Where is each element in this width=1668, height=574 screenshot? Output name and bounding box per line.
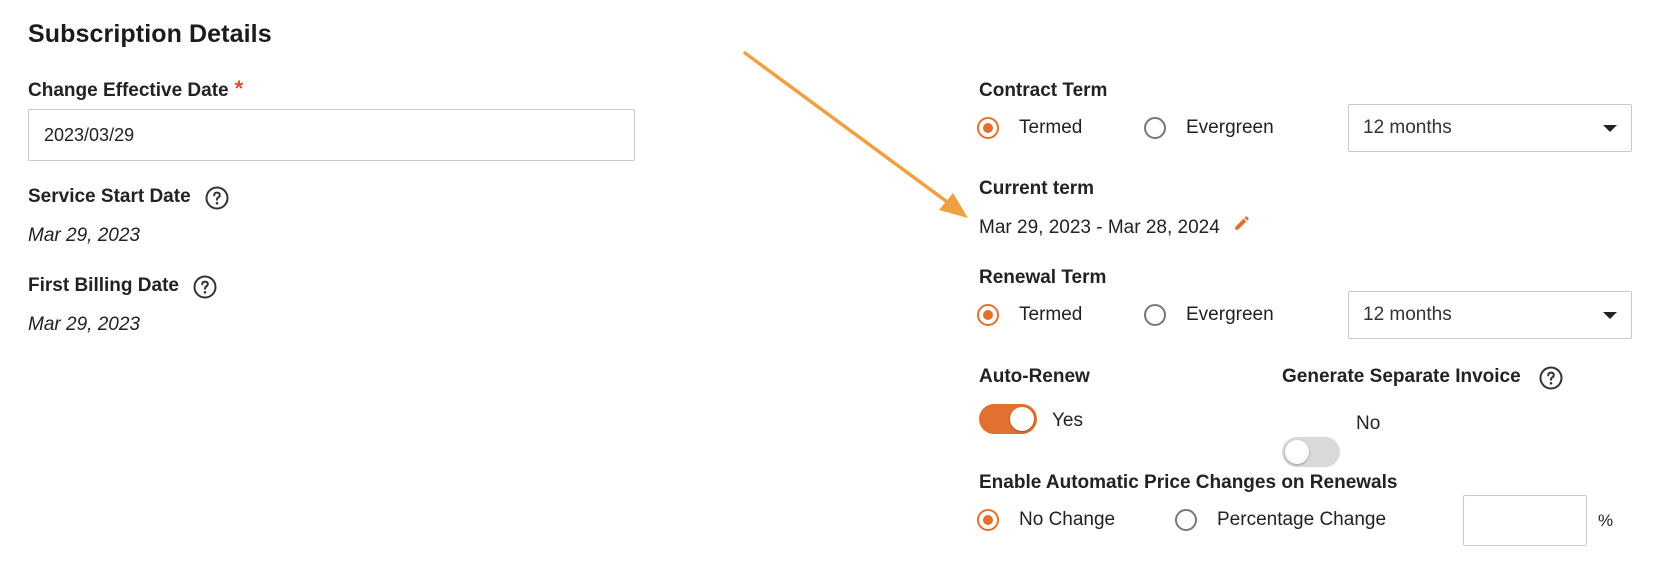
change-effective-date-label-text: Change Effective Date: [28, 80, 229, 101]
separate-invoice-state: No: [1356, 413, 1381, 434]
separate-invoice-label: Generate Separate Invoice: [1282, 366, 1521, 387]
separate-invoice-toggle[interactable]: [1282, 437, 1340, 467]
current-term-value: Mar 29, 2023 - Mar 28, 2024: [979, 217, 1220, 238]
radio-label: Termed: [1019, 117, 1083, 138]
radio-unchecked-icon[interactable]: [1144, 117, 1166, 139]
radio-unchecked-icon[interactable]: [1144, 304, 1166, 326]
renewal-term-radio-group: Termed Evergreen: [977, 304, 1274, 326]
renewal-term-label: Renewal Term: [979, 267, 1107, 288]
toggle-knob: [1285, 440, 1309, 464]
contract-term-termed-radio[interactable]: Termed: [977, 117, 1082, 139]
select-value: 12 months: [1363, 304, 1452, 325]
radio-checked-icon[interactable]: [977, 117, 999, 139]
required-mark: *: [234, 76, 244, 101]
renewal-term-duration-select[interactable]: 12 months: [1348, 291, 1632, 339]
radio-label: Termed: [1019, 304, 1083, 325]
price-changes-percentage-radio[interactable]: Percentage Change: [1175, 509, 1386, 531]
percentage-change-input[interactable]: [1463, 495, 1587, 546]
auto-renew-toggle[interactable]: [979, 404, 1037, 434]
contract-term-label: Contract Term: [979, 80, 1108, 101]
service-start-date-value: Mar 29, 2023: [28, 225, 140, 246]
change-effective-date-input[interactable]: [28, 109, 635, 161]
price-changes-no-change-radio[interactable]: No Change: [977, 509, 1115, 531]
radio-label: Evergreen: [1186, 304, 1274, 325]
service-start-date-label: Service Start Date: [28, 186, 191, 207]
caret-down-icon: [1603, 124, 1617, 132]
contract-term-duration-select[interactable]: 12 months: [1348, 104, 1632, 152]
price-changes-radio-group: No Change Percentage Change: [977, 509, 1386, 531]
change-effective-date-label: Change Effective Date*: [28, 76, 243, 102]
contract-term-evergreen-radio[interactable]: Evergreen: [1144, 117, 1274, 139]
select-value: 12 months: [1363, 117, 1452, 138]
question-circle-icon[interactable]: [193, 275, 217, 299]
question-circle-icon[interactable]: [1539, 366, 1563, 390]
pencil-icon[interactable]: [1233, 214, 1251, 232]
first-billing-date-value: Mar 29, 2023: [28, 314, 140, 335]
radio-checked-icon[interactable]: [977, 509, 999, 531]
price-changes-label: Enable Automatic Price Changes on Renewa…: [979, 472, 1398, 493]
section-title: Subscription Details: [28, 20, 272, 48]
auto-renew-state: Yes: [1052, 410, 1083, 431]
first-billing-date-label: First Billing Date: [28, 275, 179, 296]
auto-renew-label: Auto-Renew: [979, 366, 1090, 387]
annotation-arrow-icon: [743, 51, 968, 218]
radio-unchecked-icon[interactable]: [1175, 509, 1197, 531]
question-circle-icon[interactable]: [205, 186, 229, 210]
caret-down-icon: [1603, 311, 1617, 319]
toggle-knob: [1010, 407, 1034, 431]
radio-label: No Change: [1019, 509, 1116, 530]
renewal-term-termed-radio[interactable]: Termed: [977, 304, 1082, 326]
radio-label: Percentage Change: [1217, 509, 1387, 530]
contract-term-radio-group: Termed Evergreen: [977, 117, 1274, 139]
current-term-label: Current term: [979, 178, 1095, 199]
radio-label: Evergreen: [1186, 117, 1274, 138]
percentage-unit: %: [1598, 511, 1614, 530]
radio-checked-icon[interactable]: [977, 304, 999, 326]
renewal-term-evergreen-radio[interactable]: Evergreen: [1144, 304, 1274, 326]
